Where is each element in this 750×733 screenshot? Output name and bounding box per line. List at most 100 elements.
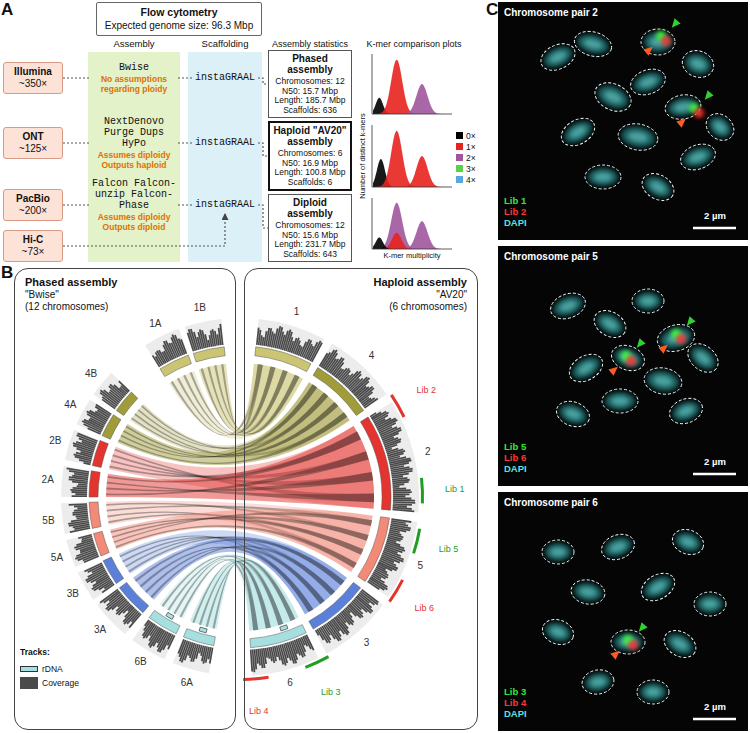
nucleus [602,389,638,413]
chromosome-label: 2A [42,474,54,486]
channel-label: Lib 1 [504,196,526,207]
nucleus [669,525,707,558]
legend-text: Coverage [42,678,79,688]
nucleus [608,341,648,375]
assembly-panel: Phased assembly"Bwise"(12 chromosomes) [14,268,236,730]
legend-swatch [456,176,463,183]
coverage-track [173,639,213,673]
legend-swatch [456,154,463,161]
arrowhead-marker [676,119,685,128]
data-source-box: ONT~125× [3,127,63,159]
coverage-bars [367,518,411,591]
node-text: Scaffolds: 6 [272,178,348,188]
chromosome-label: 5A [51,552,63,564]
coverage-track [251,635,319,676]
node-text: Length: 231.7 Mbp [271,240,349,250]
chromosome-band [89,502,101,528]
legend-text: 0× [466,131,476,141]
chromosome-label: 2 [425,446,431,458]
column-heading: Assembly statistics [267,39,353,49]
chromosome-label: 5 [417,560,423,572]
channel-label: Lib 3 [504,687,526,698]
nucleus [659,625,700,663]
library-bracket [412,528,421,553]
channel-label: Lib 4 [504,698,526,709]
chromosome-label: 5A [51,552,63,564]
coverage-bars [370,411,416,512]
plot-axis [372,54,452,114]
arrowhead-marker [639,622,648,631]
kmer-peak [373,221,452,249]
kmer-plots [372,54,452,249]
channel-label: Lib 6 [504,453,526,464]
channel-label: DAPI [504,218,527,229]
chromosome-label: 2B [49,435,61,447]
coverage-track [61,466,89,497]
coverage-track [185,319,224,352]
column-heading: K-mer comparison plots [360,39,468,49]
channel-label: Lib 5 [504,442,526,453]
coverage-bars [66,467,89,497]
nucleus [589,305,630,343]
node-text: N50: 16.9 Mbp [272,159,348,169]
panel-letter: B [1,263,13,283]
fish-signal [628,640,638,650]
synteny-ribbon [206,560,296,627]
legend-heading: Tracks: [20,648,50,658]
node-heading: Bwise [91,62,177,73]
legend-swatch [456,165,463,172]
plot-axis [372,125,452,187]
channel-label: Lib 6 [504,453,526,464]
coverage-bars [68,503,90,533]
library-label: Lib 2 [416,384,436,394]
synteny-ribbon [126,402,339,458]
library-label: Lib 1 [445,484,465,494]
node-heading: Falcon Falcon-unzip Falcon-Phase [91,178,177,211]
nucleus [654,321,697,356]
chromosome-label: 4B [85,368,97,380]
nucleus [539,615,577,648]
synteny-ribbon [106,426,374,509]
chromosome-label: 3A [94,624,106,636]
chromosome-label: 6B [134,657,146,669]
nucleus [694,592,726,616]
synteny-ribbon [123,393,328,458]
nucleus [569,577,607,607]
chromosome-label: 1 [294,307,300,319]
coverage-bars [84,562,115,593]
nucleus [572,27,615,60]
nucleus [637,168,678,206]
rdna-mark [280,625,288,631]
node-heading: Chromosome pair 6 [504,497,742,509]
chromosome-label: 3 [364,637,370,649]
tool-label: instaGRAAL [192,70,258,86]
scale-bar [693,718,736,721]
kmer-peak [373,233,452,249]
synteny-ribbon [221,364,263,431]
kmer-peak [373,60,452,114]
dotted-connector [258,143,268,156]
channel-label: DAPI [504,709,527,720]
node-heading: instaGRAAL [192,199,258,211]
nucleus [679,46,718,81]
node-heading: Phased assembly [271,53,349,75]
chromosome-label: 4 [369,350,375,362]
coverage-track [76,400,111,435]
legend-text: rDNA [42,664,63,674]
legend-entry: 2× [456,151,476,164]
micrograph [498,492,748,731]
node-heading: NextDenovo Purge Dups HyPo [91,116,177,149]
legend-swatch [456,132,463,139]
coverage-track [66,534,99,567]
node-heading: PacBio [6,193,60,205]
tool-label: BwiseNo assumptions regarding ploidy [90,60,178,96]
chromosome-label: 3B [67,588,79,600]
nucleus [627,65,669,100]
node-text: (12 chromosomes) [25,301,225,313]
chromosome-label: 6B [134,657,146,669]
chromosome-label: 1 [294,307,300,319]
chromosome-label: 5B [42,515,54,527]
coverage-bars [73,432,98,465]
